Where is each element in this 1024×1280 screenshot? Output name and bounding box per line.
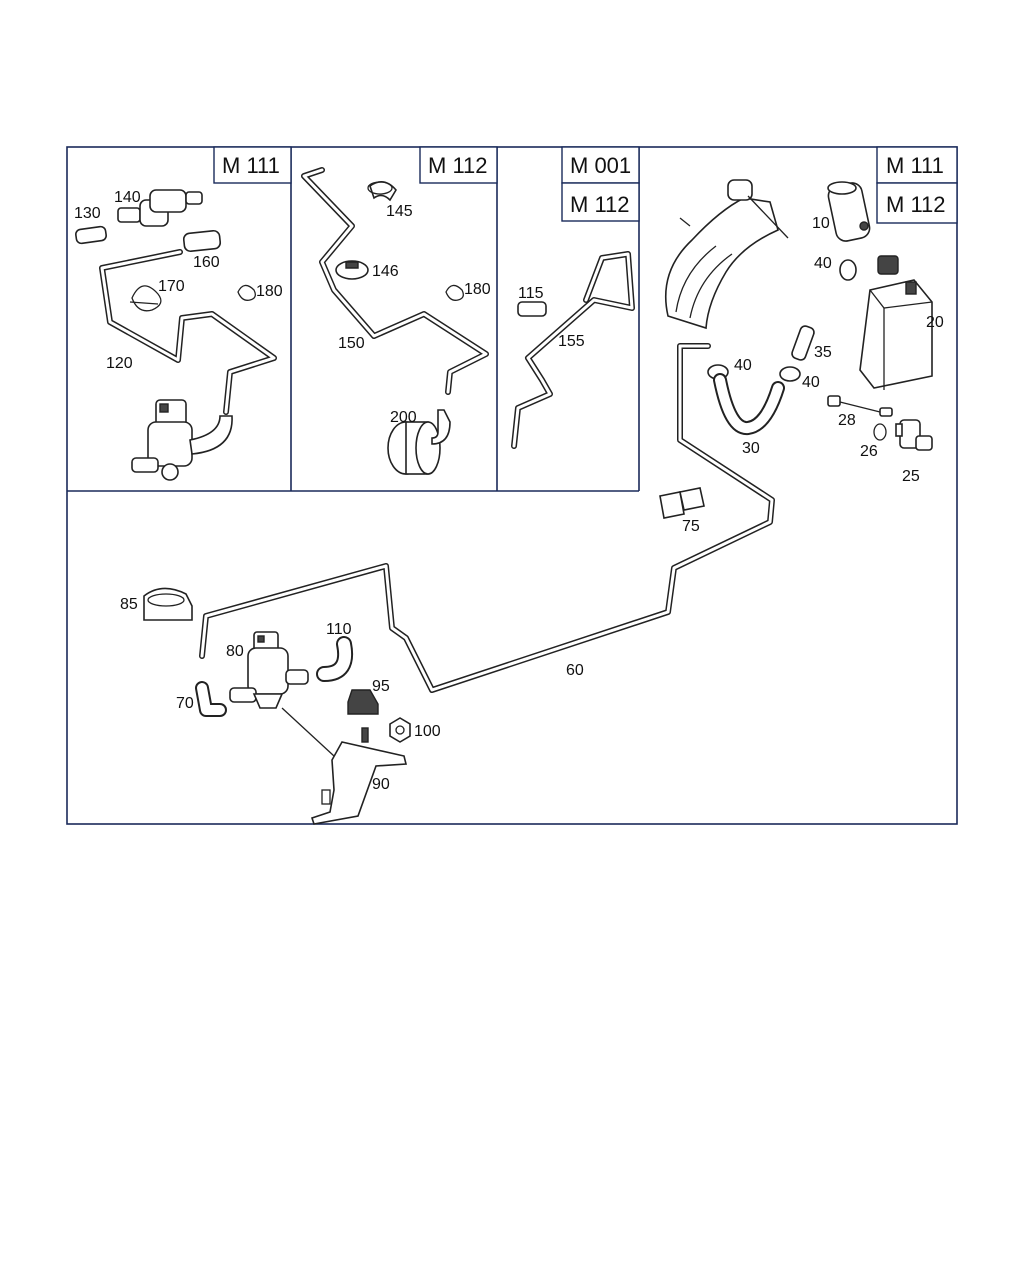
label-80: 80 — [226, 643, 244, 660]
part-40-connector-upper — [839, 259, 857, 281]
label-28: 28 — [838, 412, 856, 429]
part-95-clip — [347, 689, 379, 715]
part-60-main-pipe — [199, 343, 775, 693]
badge-m111-panel4: M 111 — [876, 146, 958, 184]
label-95: 95 — [372, 678, 390, 695]
label-25: 25 — [902, 468, 920, 485]
label-60: 60 — [566, 662, 584, 679]
part-80-valve — [229, 631, 309, 709]
part-120-pipe — [99, 249, 277, 415]
label-200: 200 — [390, 409, 417, 426]
label-30: 30 — [742, 440, 760, 457]
part-100-nut — [389, 717, 411, 743]
part-28-sensor — [827, 395, 893, 417]
label-146: 146 — [372, 263, 399, 280]
part-115-hose-piece — [517, 301, 547, 317]
part-40-clamp-right — [779, 366, 801, 382]
svg-text:M 112: M 112 — [570, 192, 630, 217]
part-20-canister — [859, 255, 933, 390]
part-valve-panel1 — [131, 399, 233, 481]
part-140-check-valve — [117, 189, 203, 227]
badge-m112-panel3: M 112 — [561, 182, 640, 222]
label-20: 20 — [926, 314, 944, 331]
label-110: 110 — [326, 621, 352, 638]
label-120: 120 — [106, 355, 133, 372]
badge-m001-panel3: M 001 — [561, 146, 640, 184]
label-90: 90 — [372, 776, 390, 793]
part-intake-manifold — [664, 179, 789, 330]
part-85-clamp — [143, 587, 193, 621]
part-170-clip — [129, 285, 162, 312]
svg-text:M 112: M 112 — [428, 153, 488, 178]
label-140: 140 — [114, 189, 141, 206]
badge-m112-panel4: M 112 — [876, 182, 958, 224]
part-150-pipe — [301, 167, 489, 395]
badge-m112-panel2: M 112 — [419, 146, 498, 184]
label-100: 100 — [414, 723, 441, 740]
label-145: 145 — [386, 203, 413, 220]
part-110-elbow — [316, 636, 353, 682]
part-10-valve — [827, 181, 871, 242]
label-150: 150 — [338, 335, 365, 352]
part-70-elbow — [195, 681, 227, 717]
part-130-hose-piece — [75, 225, 107, 245]
label-180-panel1: 180 — [256, 283, 283, 300]
label-70: 70 — [176, 695, 194, 712]
label-160: 160 — [193, 254, 220, 271]
label-170: 170 — [158, 278, 185, 295]
part-200-filter — [387, 409, 451, 475]
part-26-seal — [873, 423, 887, 441]
svg-text:M 112: M 112 — [886, 192, 946, 217]
part-180-clip-panel2 — [445, 284, 464, 301]
diagram-frame — [66, 146, 958, 825]
part-75-clip — [659, 487, 705, 519]
badge-m111-panel1: M 111 — [213, 146, 292, 184]
label-155: 155 — [558, 333, 585, 350]
label-180-panel2: 180 — [464, 281, 491, 298]
svg-text:M 001: M 001 — [570, 153, 631, 178]
part-145-clamp — [367, 181, 397, 202]
part-30-hose — [713, 373, 785, 435]
part-25-valve — [895, 419, 933, 451]
label-85: 85 — [120, 596, 138, 613]
label-40-right: 40 — [802, 374, 820, 391]
part-90-bracket — [281, 707, 408, 825]
label-40-left: 40 — [734, 357, 752, 374]
part-160-hose-piece — [182, 229, 222, 253]
part-180-clip-panel1 — [237, 284, 256, 301]
svg-text:M 111: M 111 — [886, 153, 944, 178]
label-10: 10 — [812, 215, 830, 232]
label-26: 26 — [860, 443, 878, 460]
svg-text:M 111: M 111 — [222, 153, 280, 178]
label-130: 130 — [74, 205, 101, 222]
label-40-upper: 40 — [814, 255, 832, 272]
label-35: 35 — [814, 344, 832, 361]
label-75: 75 — [682, 518, 700, 535]
part-35-hose — [791, 325, 815, 361]
part-155-pipe — [511, 251, 635, 449]
label-115: 115 — [518, 285, 544, 302]
part-146-clamp — [335, 260, 369, 280]
